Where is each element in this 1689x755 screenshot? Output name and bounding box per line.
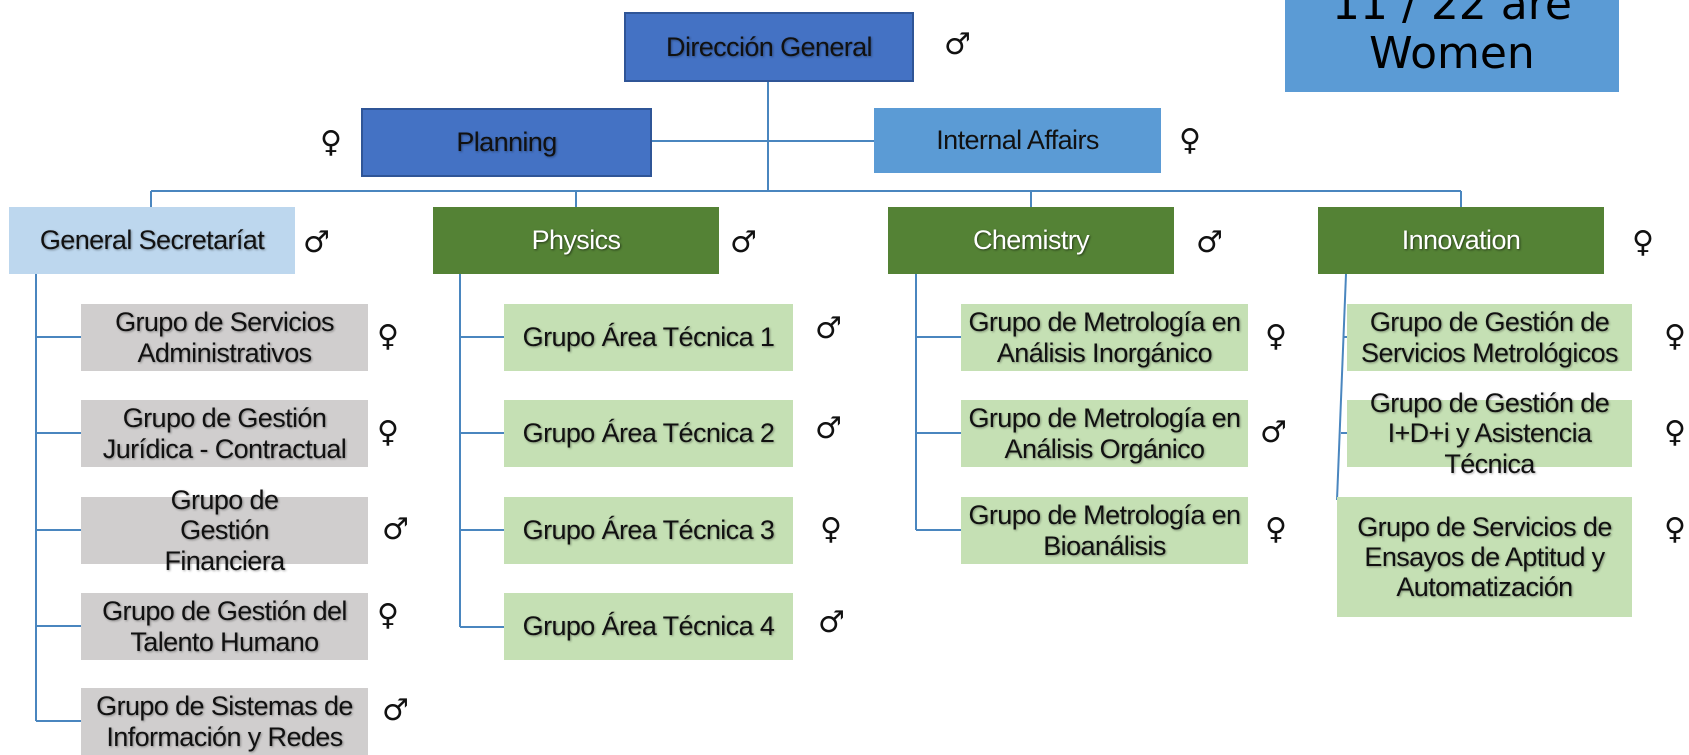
female-icon: ♀ bbox=[1664, 415, 1686, 450]
node-direccion-general: Dirección General bbox=[624, 12, 914, 82]
group-servicios-metrologicos: Grupo de Gestión de Servicios Metrológic… bbox=[1347, 304, 1632, 371]
group-gestion-financiera: Grupo de Gestión Financiera bbox=[81, 485, 368, 576]
badge-line-2: Women bbox=[1369, 27, 1535, 79]
group-label: Grupo de Gestión Jurídica - Contractual bbox=[102, 403, 347, 464]
group-label: Grupo de Metrología en Análisis Orgánico bbox=[968, 403, 1242, 464]
group-label: Grupo de Metrología en Análisis Inorgáni… bbox=[968, 307, 1242, 368]
group-analisis-organico: Grupo de Metrología en Análisis Orgánico bbox=[961, 400, 1248, 467]
female-icon: ♀ bbox=[377, 319, 399, 354]
male-icon: ♂ bbox=[382, 693, 409, 728]
group-talento-humano: Grupo de Gestión del Talento Humano bbox=[81, 593, 368, 660]
male-icon: ♂ bbox=[944, 27, 971, 62]
group-label: Grupo de Metrología en Bioanálisis bbox=[968, 500, 1242, 561]
group-bioanalisis: Grupo de Metrología en Bioanálisis bbox=[961, 497, 1248, 564]
node-label: Internal Affairs bbox=[936, 125, 1099, 156]
node-internal-affairs: Internal Affairs bbox=[874, 108, 1161, 173]
node-general-secretariat: General Secretaríat bbox=[9, 207, 295, 274]
female-icon: ♀ bbox=[377, 598, 399, 633]
group-area-tecnica-4: Grupo Área Técnica 4 bbox=[504, 593, 793, 660]
node-label: Innovation bbox=[1401, 225, 1521, 256]
group-gestion-juridica: Grupo de Gestión Jurídica - Contractual bbox=[81, 400, 368, 467]
node-label: Planning bbox=[456, 127, 557, 158]
group-label: Grupo Área Técnica 1 bbox=[522, 322, 775, 353]
female-icon: ♀ bbox=[1265, 512, 1287, 547]
group-servicios-administrativos: Grupo de Servicios Administrativos bbox=[81, 304, 368, 371]
group-label: Grupo de Gestión de Servicios Metrológic… bbox=[1361, 307, 1619, 368]
node-label: Physics bbox=[531, 225, 621, 256]
group-area-tecnica-1: Grupo Área Técnica 1 bbox=[504, 304, 793, 371]
group-label: Grupo Área Técnica 2 bbox=[522, 418, 775, 449]
female-icon: ♀ bbox=[377, 415, 399, 450]
female-icon: ♀ bbox=[1664, 319, 1686, 354]
badge-line-1: 11 / 22 are bbox=[1332, 0, 1572, 31]
node-label: Dirección General bbox=[666, 31, 873, 62]
male-icon: ♂ bbox=[815, 411, 842, 446]
male-icon: ♂ bbox=[303, 225, 330, 260]
group-label: Grupo de Gestión Financiera bbox=[164, 485, 285, 576]
node-label: General Secretaríat bbox=[39, 225, 265, 256]
group-analisis-inorganico: Grupo de Metrología en Análisis Inorgáni… bbox=[961, 304, 1248, 371]
female-icon: ♀ bbox=[820, 512, 842, 547]
group-label: Grupo Área Técnica 3 bbox=[522, 515, 775, 546]
male-icon: ♂ bbox=[1260, 415, 1287, 450]
female-icon: ♀ bbox=[1664, 512, 1686, 547]
node-label: Chemistry bbox=[972, 225, 1090, 256]
group-sistemas-informacion: Grupo de Sistemas de Información y Redes bbox=[81, 688, 368, 755]
group-label: Grupo de Gestión del Talento Humano bbox=[102, 596, 347, 657]
male-icon: ♂ bbox=[815, 311, 842, 346]
group-idi-asistencia: Grupo de Gestión de I+D+i y Asistencia T… bbox=[1347, 388, 1632, 479]
group-area-tecnica-3: Grupo Área Técnica 3 bbox=[504, 497, 793, 564]
group-label: Grupo Área Técnica 4 bbox=[522, 611, 775, 642]
group-label: Grupo de Servicios Administrativos bbox=[115, 307, 334, 368]
node-innovation: Innovation bbox=[1318, 207, 1604, 274]
female-icon: ♀ bbox=[1179, 123, 1201, 158]
node-physics: Physics bbox=[433, 207, 719, 274]
female-icon: ♀ bbox=[1632, 225, 1654, 260]
male-icon: ♂ bbox=[382, 512, 409, 547]
male-icon: ♂ bbox=[1196, 225, 1223, 260]
male-icon: ♂ bbox=[818, 605, 845, 640]
women-count-badge: 11 / 22 are Women bbox=[1285, 0, 1619, 92]
male-icon: ♂ bbox=[730, 225, 757, 260]
node-planning: Planning bbox=[361, 108, 652, 177]
group-label: Grupo de Gestión de I+D+i y Asistencia T… bbox=[1369, 388, 1610, 479]
node-chemistry: Chemistry bbox=[888, 207, 1174, 274]
group-label: Grupo de Servicios de Ensayos de Aptitud… bbox=[1357, 511, 1612, 603]
female-icon: ♀ bbox=[1265, 319, 1287, 354]
group-area-tecnica-2: Grupo Área Técnica 2 bbox=[504, 400, 793, 467]
female-icon: ♀ bbox=[320, 125, 342, 160]
group-ensayos-aptitud: Grupo de Servicios de Ensayos de Aptitud… bbox=[1337, 497, 1632, 617]
group-label: Grupo de Sistemas de Información y Redes bbox=[96, 691, 353, 752]
